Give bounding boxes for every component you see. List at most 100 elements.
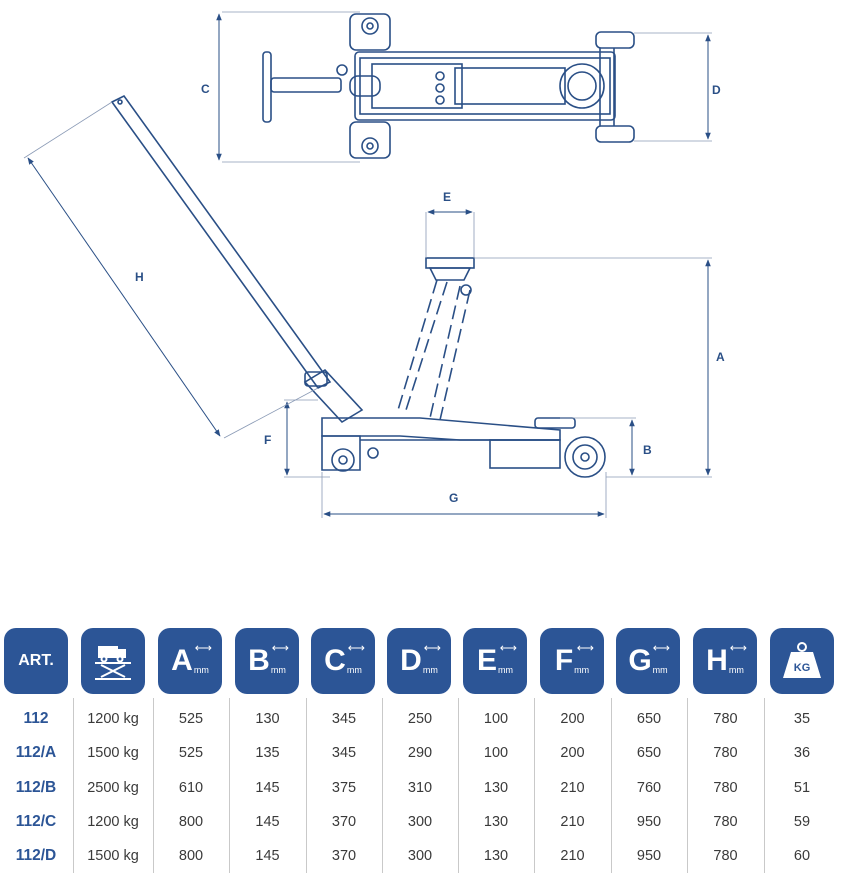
header-letter: E: [476, 644, 497, 677]
cell-h: 780: [713, 745, 738, 761]
cell-d: 300: [407, 814, 433, 830]
column-divider: [764, 698, 765, 873]
dim-label-c: C: [201, 82, 210, 96]
column-divider: [458, 698, 459, 873]
cell-c: 375: [331, 780, 357, 796]
header-art-label: ART.: [18, 652, 54, 669]
cell-f: 200: [560, 711, 585, 727]
header-letter: D: [400, 644, 422, 677]
cell-capacity: 1500 kg: [87, 745, 139, 761]
cell-d: 250: [407, 711, 433, 727]
cell-f: 210: [560, 780, 585, 796]
header-letter: C: [324, 644, 346, 677]
cell-d: 300: [407, 848, 433, 864]
dim-label-d: D: [712, 83, 721, 97]
cell-a: 525: [178, 711, 204, 727]
header-unit: mm: [574, 665, 590, 675]
cell-a: 800: [178, 848, 204, 864]
cell-a: 800: [178, 814, 204, 830]
column-divider: [534, 698, 535, 873]
cell-d: 310: [407, 780, 433, 796]
column-divider: [306, 698, 307, 873]
header-unit: mm: [728, 665, 744, 675]
table-header: ART. ⟷ A mm ⟷ B: [0, 628, 845, 696]
header-letter: B: [248, 644, 270, 677]
header-capacity: [81, 628, 145, 694]
cell-a: 610: [178, 780, 204, 796]
header-col-f: ⟷ F mm: [540, 628, 604, 694]
cell-f: 200: [560, 745, 585, 761]
header-art: ART.: [4, 628, 68, 694]
cell-h: 780: [713, 780, 738, 796]
trolley-jack-drawing: C D E A: [23, 11, 725, 518]
column-divider: [73, 698, 74, 873]
column-divider: [687, 698, 688, 873]
header-letter: F: [554, 644, 574, 677]
cell-capacity: 2500 kg: [87, 780, 139, 796]
cell-b: 135: [255, 745, 280, 761]
cell-kg: 35: [793, 711, 811, 727]
cell-capacity: 1200 kg: [87, 814, 139, 830]
cell-capacity: 1500 kg: [87, 848, 139, 864]
header-unit: mm: [346, 665, 362, 675]
cell-kg: 59: [793, 814, 811, 830]
weight-label: KG: [794, 662, 811, 674]
column-divider: [153, 698, 154, 873]
cell-g: 760: [636, 780, 662, 796]
cell-b: 130: [255, 711, 280, 727]
double-arrow-icon: ⟷: [423, 641, 441, 655]
double-arrow-icon: ⟷: [499, 641, 517, 655]
header-weight: KG: [770, 628, 834, 694]
dim-label-f: F: [264, 433, 271, 447]
cell-h: 780: [713, 711, 738, 727]
weight-kg-icon: KG: [783, 642, 821, 678]
header-col-g: ⟷ G mm: [616, 628, 680, 694]
cell-g: 950: [636, 848, 662, 864]
cell-g: 650: [636, 745, 662, 761]
cell-kg: 51: [793, 780, 811, 796]
side-view: [110, 94, 606, 478]
cell-art: 112/C: [15, 813, 57, 830]
table-row: 112/B 2500 kg 610 145 375 310 130 210 76…: [0, 771, 845, 805]
cell-b: 145: [255, 848, 280, 864]
cell-e: 130: [483, 848, 509, 864]
table-row: 112/D 1500 kg 800 145 370 300 130 210 95…: [0, 839, 845, 873]
dim-label-a: A: [716, 350, 725, 364]
double-arrow-icon: ⟷: [271, 641, 289, 655]
table-row: 112/A 1500 kg 525 135 345 290 100 200 65…: [0, 736, 845, 770]
table-row: 112/C 1200 kg 800 145 370 300 130 210 95…: [0, 805, 845, 839]
header-col-b: ⟷ B mm: [235, 628, 299, 694]
cell-kg: 36: [793, 745, 811, 761]
header-unit: mm: [193, 665, 209, 675]
lift-platform-truck-icon: [95, 646, 131, 680]
cell-h: 780: [713, 814, 738, 830]
double-arrow-icon: ⟷: [347, 641, 365, 655]
cell-f: 210: [560, 814, 585, 830]
cell-art: 112/B: [15, 779, 57, 796]
cell-c: 370: [331, 814, 357, 830]
column-divider: [611, 698, 612, 873]
header-letter: A: [171, 644, 193, 677]
cell-e: 100: [483, 711, 509, 727]
cell-art: 112/A: [15, 744, 57, 761]
header-unit: mm: [270, 665, 286, 675]
cell-b: 145: [255, 780, 280, 796]
cell-d: 290: [407, 745, 433, 761]
double-arrow-icon: ⟷: [652, 641, 670, 655]
cell-art: 112/D: [15, 847, 57, 864]
cell-g: 950: [636, 814, 662, 830]
header-unit: mm: [498, 665, 513, 675]
column-divider: [229, 698, 230, 873]
header-letter: G: [628, 644, 652, 677]
table-row: 112 1200 kg 525 130 345 250 100 200 650 …: [0, 702, 845, 736]
header-unit: mm: [652, 665, 668, 675]
header-col-e: ⟷ E mm: [463, 628, 527, 694]
header-letter: H: [706, 644, 728, 677]
cell-c: 370: [331, 848, 357, 864]
header-unit: mm: [422, 665, 438, 675]
dim-label-h: H: [135, 270, 144, 284]
cell-f: 210: [560, 848, 585, 864]
header-col-a: ⟷ A mm: [158, 628, 222, 694]
header-col-c: ⟷ C mm: [311, 628, 375, 694]
top-view: [262, 13, 635, 159]
